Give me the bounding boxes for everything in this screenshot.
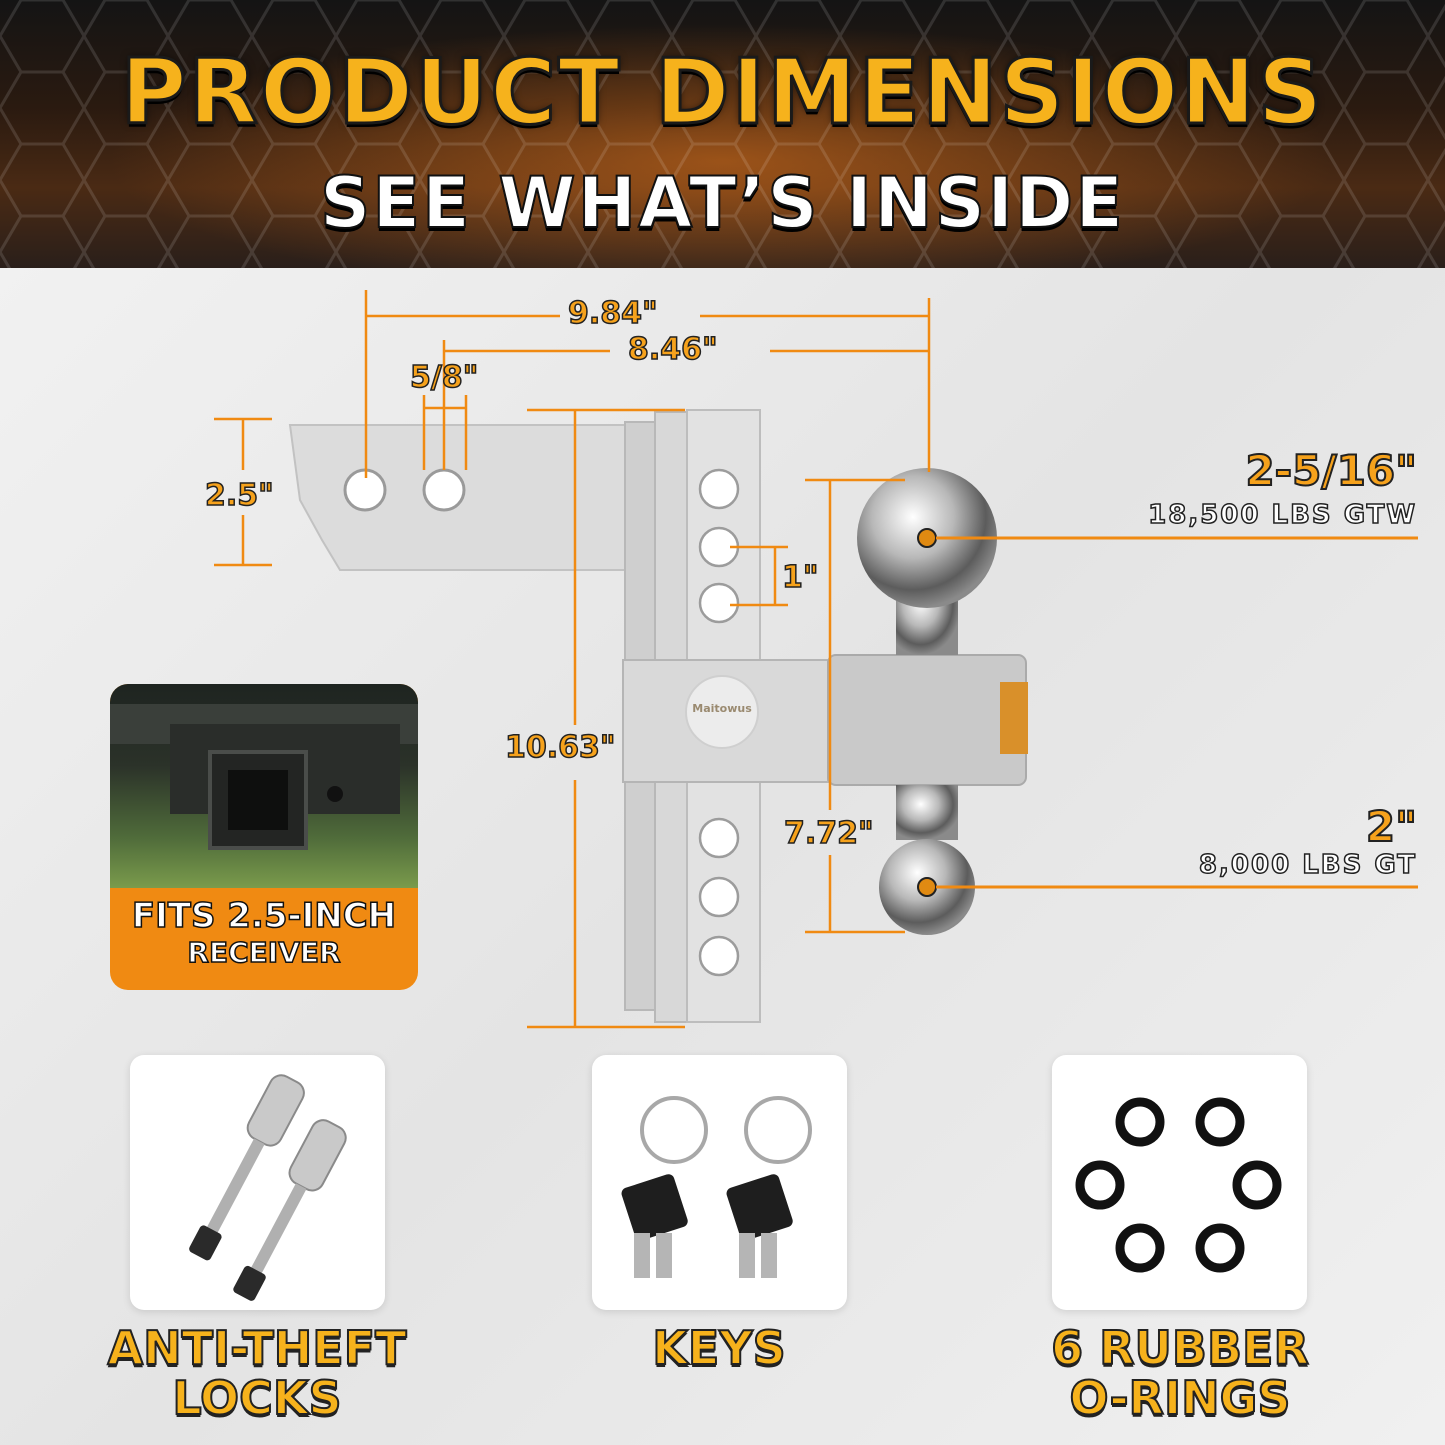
lower-ball-rating: 8,000 LBS GT [1198, 849, 1417, 881]
overall-length-label: 9.84" [567, 295, 658, 332]
keys-icon [621, 1096, 812, 1278]
receiver-caption-line2: RECEIVER [187, 935, 342, 970]
upper-ball-rating: 18,500 LBS GTW [1147, 499, 1417, 531]
accessory-card-keys [592, 1055, 847, 1310]
brand-logo-text: Maitowus [692, 702, 752, 715]
accessory-card-orings [1052, 1055, 1307, 1310]
shank-height-label: 2.5" [204, 477, 274, 514]
upper-ball-marker [917, 528, 937, 548]
hex-pattern-icon [0, 0, 1445, 268]
warning-label [1000, 682, 1028, 754]
hole-spacing-label: 1" [781, 559, 819, 596]
lower-ball-neck [896, 785, 958, 840]
ball-mount-cylinder [827, 654, 1027, 786]
brand-logo-disc [685, 675, 759, 749]
accessory-card-locks [130, 1055, 385, 1310]
drop-height-label: 10.63" [504, 729, 616, 766]
shank-length-label: 8.46" [627, 331, 718, 368]
lock-pins-icon [189, 1074, 347, 1301]
receiver-caption-line1: FITS 2.5-INCH [131, 895, 397, 937]
receiver-tube-icon [110, 704, 418, 850]
header-banner: PRODUCT DIMENSIONS SEE WHAT’S INSIDE [0, 0, 1445, 268]
receiver-inset: FITS 2.5-INCH RECEIVER [110, 684, 418, 990]
page-subtitle: SEE WHAT’S INSIDE [319, 161, 1126, 245]
accessory-label-orings-line1: 6 RUBBER [1050, 1320, 1310, 1376]
o-rings-icon [1075, 1097, 1282, 1273]
shank-hole-2 [422, 468, 466, 512]
lower-ball-marker [917, 877, 937, 897]
receiver-photo [110, 684, 418, 888]
accessory-label-orings-line2: O-RINGS [1069, 1370, 1292, 1426]
lower-ball-size: 2" [1365, 801, 1418, 852]
hole-diameter-label: 5/8" [409, 359, 479, 396]
ball-spacing-label: 7.72" [783, 815, 874, 852]
upper-ball-size: 2-5/16" [1244, 445, 1418, 496]
accessory-label-locks-line2: LOCKS [171, 1370, 342, 1426]
page-title: PRODUCT DIMENSIONS [119, 39, 1325, 147]
accessory-label-locks-line1: ANTI-THEFT [106, 1320, 407, 1376]
rise-holes [698, 468, 740, 977]
accessory-label-keys: KEYS [651, 1320, 787, 1376]
